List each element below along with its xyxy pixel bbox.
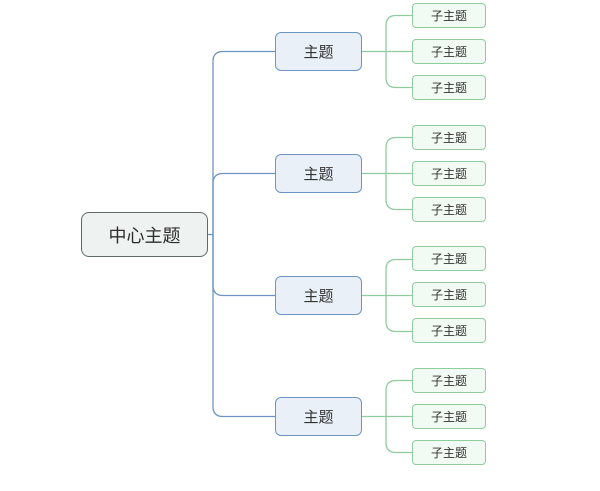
subtopic-connector-4-1 [385,379,412,417]
main-topic-4[interactable]: 主题 [275,397,362,436]
subtopic-3-1[interactable]: 子主题 [412,246,486,271]
subtopic-connector-3-3 [385,295,412,333]
subtopic-2-2[interactable]: 子主题 [412,161,486,186]
topic-connector-4 [212,234,275,418]
subtopic-1-1[interactable]: 子主题 [412,3,486,28]
subtopic-2-3[interactable]: 子主题 [412,197,486,222]
subtopic-connector-2-3 [385,173,412,211]
subtopic-connector-3-1 [385,258,412,296]
subtopic-1-3[interactable]: 子主题 [412,75,486,100]
subtopic-connector-2-1 [385,136,412,174]
subtopic-4-3[interactable]: 子主题 [412,440,486,465]
main-topic-2[interactable]: 主题 [275,154,362,193]
central-topic[interactable]: 中心主题 [81,212,208,257]
main-topic-3[interactable]: 主题 [275,276,362,315]
subtopic-4-2[interactable]: 子主题 [412,404,486,429]
subtopic-3-3[interactable]: 子主题 [412,318,486,343]
subtopic-connector-1-3 [385,51,412,89]
subtopic-4-1[interactable]: 子主题 [412,368,486,393]
topic-connector-2 [212,172,275,235]
subtopic-3-2[interactable]: 子主题 [412,282,486,307]
subtopic-connector-4-3 [385,416,412,454]
topic-connector-3 [212,234,275,297]
subtopic-1-2[interactable]: 子主题 [412,39,486,64]
subtopic-connector-1-1 [385,14,412,52]
subtopic-2-1[interactable]: 子主题 [412,125,486,150]
topic-connector-1 [212,50,275,235]
main-topic-1[interactable]: 主题 [275,32,362,71]
